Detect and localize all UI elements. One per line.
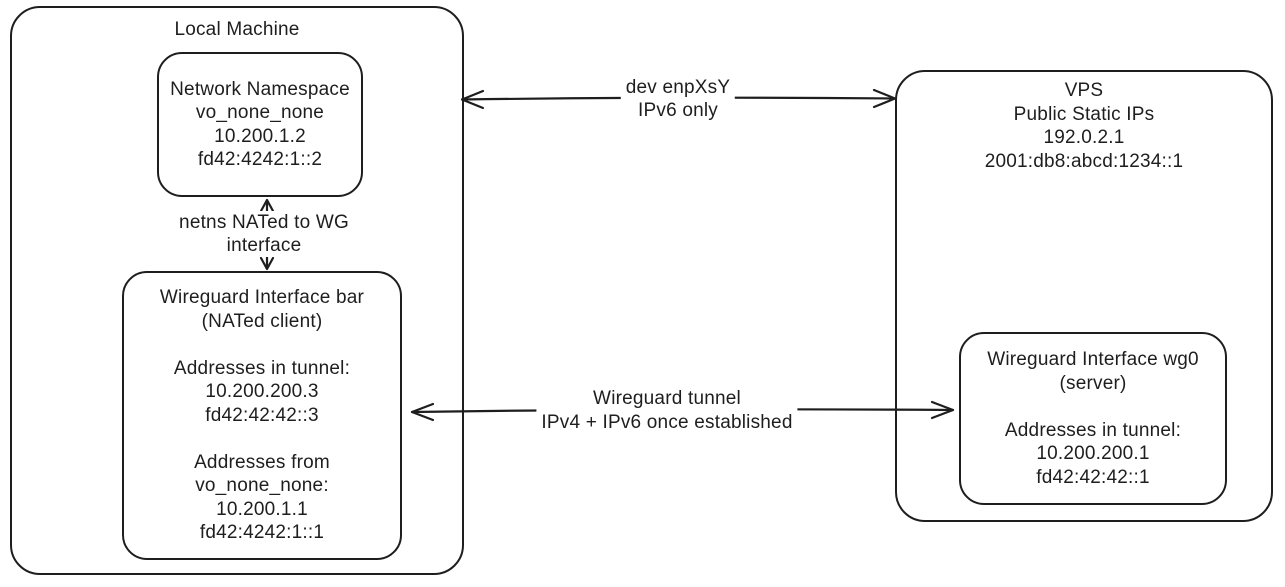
text-line: (server)	[1059, 372, 1127, 394]
text-line: fd42:42:42::3	[205, 404, 319, 426]
text-line: 192.0.2.1	[1043, 127, 1125, 148]
text-line: IPv4 + IPv6 once established	[541, 411, 793, 433]
text-line: Public Static IPs	[1013, 103, 1155, 125]
text-line: fd42:42:42::1	[1036, 466, 1150, 488]
wireguard-interface-bar-box: Wireguard Interface bar(NATed client) Ad…	[122, 271, 402, 560]
text-line	[259, 427, 264, 451]
text-line: Addresses in tunnel:	[173, 357, 351, 379]
text-line: Network Namespace	[170, 78, 350, 100]
text-line: dev enpXsY	[625, 77, 731, 98]
local-machine-title: Local Machine	[174, 19, 300, 40]
text-line: 10.200.1.1	[216, 498, 308, 520]
text-line: fd42:4242:1::2	[197, 149, 323, 170]
text-line: fd42:4242:1::1	[199, 522, 325, 544]
text-line: 10.200.200.1	[1036, 443, 1150, 464]
text-line: vo_none_none:	[195, 475, 329, 497]
text-line: 10.200.1.2	[214, 125, 306, 147]
text-line: Wireguard Interface bar	[159, 287, 365, 309]
wireguard-interface-wg0-box: Wireguard Interface wg0(server) Addresse…	[959, 332, 1227, 505]
text-line: Addresses in tunnel:	[1004, 419, 1182, 441]
text-line: 10.200.200.3	[205, 381, 319, 403]
text-line: (NATed client)	[201, 310, 323, 332]
text-line: vo_none_none	[195, 102, 325, 123]
text-line: netns NATed to WG	[179, 212, 349, 233]
text-line: interface	[226, 235, 302, 256]
text-line: Wireguard tunnel	[593, 388, 741, 409]
text-line: 2001:db8:abcd:1234::1	[984, 150, 1184, 172]
text-line	[259, 333, 264, 357]
text-line: IPv6 only	[638, 100, 718, 121]
text-line: Addresses from	[194, 451, 330, 473]
text-line: VPS	[1064, 80, 1104, 101]
text-line: Wireguard Interface wg0	[987, 349, 1199, 370]
text-line	[1090, 395, 1095, 419]
